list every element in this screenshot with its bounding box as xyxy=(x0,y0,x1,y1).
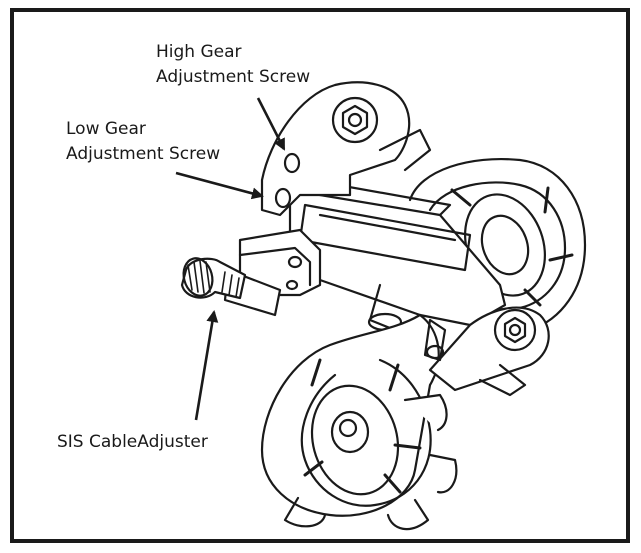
low-gear-label: Low Gear Adjustment Screw xyxy=(66,117,220,167)
high-gear-screw xyxy=(283,152,301,174)
high-gear-label-line1: High Gear xyxy=(156,42,242,62)
high-gear-label-line2: Adjustment Screw xyxy=(156,67,311,87)
high-gear-arrow xyxy=(256,97,286,151)
cable-adjuster-arrow xyxy=(194,310,219,421)
low-gear-screw xyxy=(274,187,292,209)
low-gear-label-line2: Adjustment Screw xyxy=(66,144,221,164)
lower-pulley-wheel xyxy=(260,313,458,531)
cable-adjuster-label-text: SIS CableAdjuster xyxy=(57,432,208,452)
low-gear-label-line1: Low Gear xyxy=(66,119,146,139)
cage-pivot xyxy=(423,306,550,397)
cable-adjuster-label: SIS CableAdjuster xyxy=(57,430,208,455)
low-gear-arrow xyxy=(175,171,264,200)
mounting-bracket xyxy=(260,81,432,217)
sis-cable-adjuster xyxy=(180,257,247,300)
high-gear-label: High Gear Adjustment Screw xyxy=(156,40,310,90)
